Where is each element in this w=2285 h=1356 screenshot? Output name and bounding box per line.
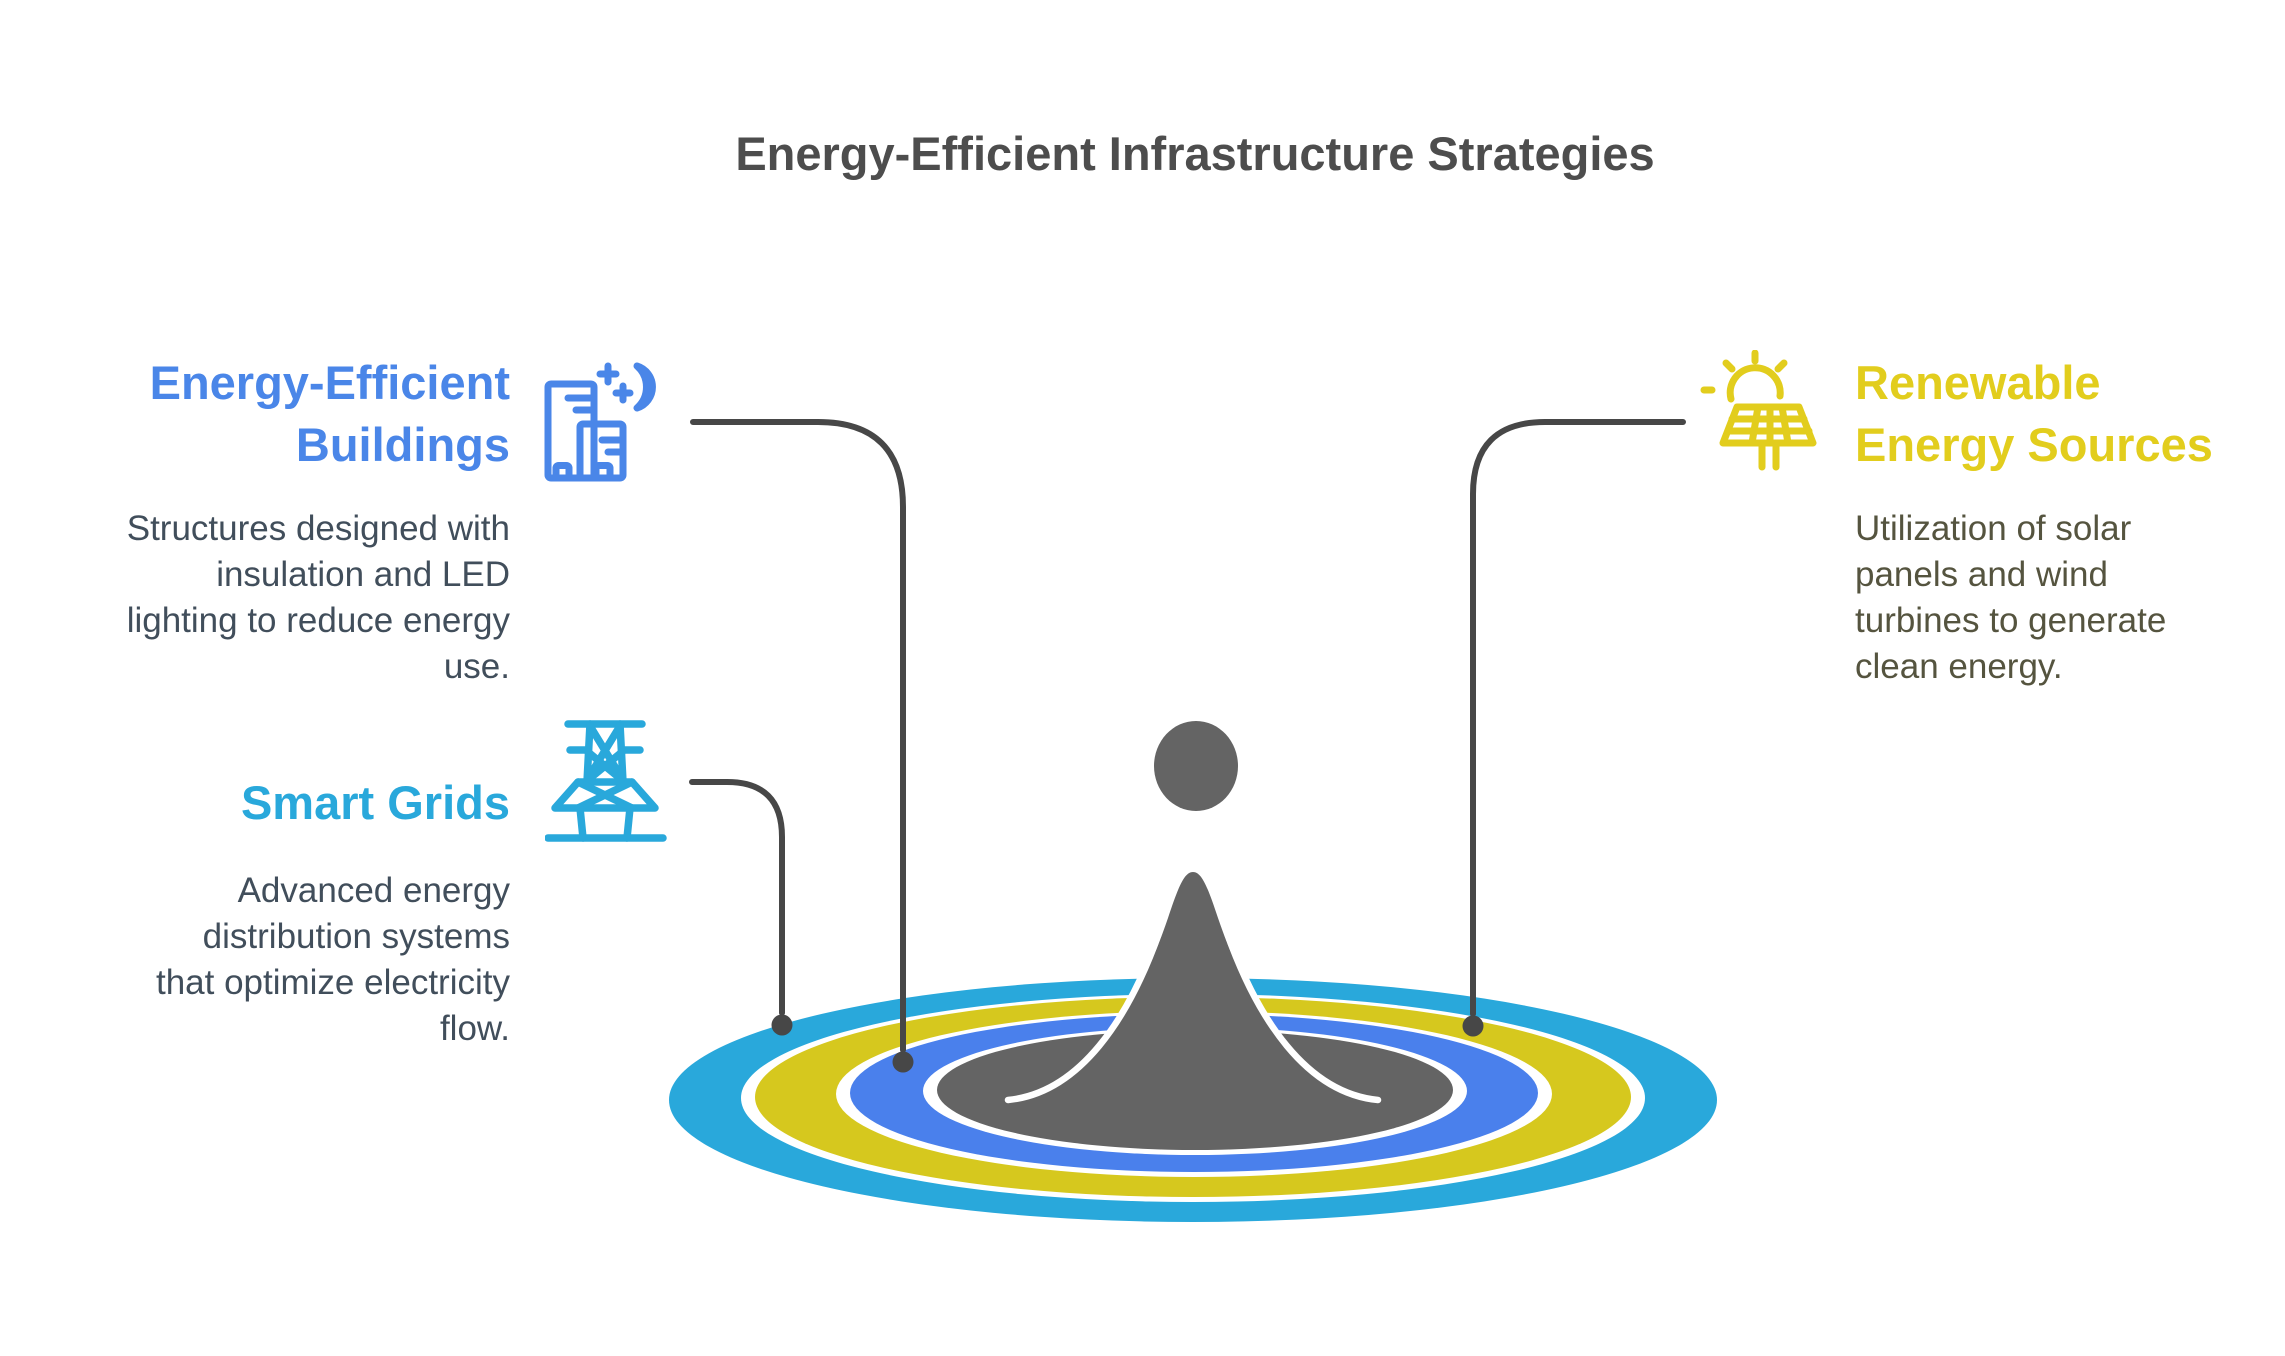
buildings-night-icon — [540, 360, 680, 500]
heading-smart-grids: Smart Grids — [241, 772, 510, 834]
heading-line: Renewable — [1855, 356, 2101, 409]
desc-line: insulation and LED — [216, 555, 510, 594]
connector-renewable — [1470, 419, 1686, 1017]
heading-line: Buildings — [295, 418, 510, 471]
connector-buildings — [690, 419, 906, 1053]
desc-energy-efficient-buildings: Structures designed with insulation and … — [127, 506, 510, 690]
desc-line: clean energy. — [1855, 647, 2063, 686]
heading-line: Energy-Efficient — [149, 356, 510, 409]
desc-line: Structures designed with — [126, 509, 510, 548]
desc-line: Utilization of solar — [1855, 509, 2132, 548]
person-droplet-figure — [1002, 721, 1384, 1114]
heading-line: Smart Grids — [240, 776, 510, 829]
desc-line: Advanced energy — [237, 871, 510, 910]
connector-lines — [689, 419, 1686, 1073]
solar-panel-sun-icon — [1700, 350, 1840, 490]
transmission-tower-icon — [545, 710, 685, 850]
heading-energy-efficient-buildings: Energy-Efficient Buildings — [150, 352, 510, 476]
desc-line: use. — [443, 647, 510, 686]
desc-line: turbines to generate — [1855, 601, 2167, 640]
heading-line: Energy Sources — [1855, 418, 2213, 471]
connector-dot-renewable — [1462, 1015, 1484, 1037]
desc-line: flow. — [439, 1009, 510, 1048]
figure-splash-highlight-left — [1004, 929, 1163, 1104]
page-title: Energy-Efficient Infrastructure Strategi… — [735, 127, 1655, 180]
figure-head — [1154, 721, 1238, 811]
heading-renewable-energy-sources: Renewable Energy Sources — [1855, 352, 2213, 476]
desc-line: panels and wind — [1855, 555, 2108, 594]
desc-line: that optimize electricity — [155, 963, 510, 1002]
desc-line: lighting to reduce energy — [126, 601, 510, 640]
figure-body-peak — [1002, 872, 1384, 1114]
desc-renewable-energy-sources: Utilization of solar panels and wind tur… — [1855, 506, 2166, 690]
connector-dot-buildings — [892, 1051, 914, 1073]
desc-smart-grids: Advanced energy distribution systems tha… — [156, 868, 510, 1052]
connector-smart-grids — [689, 779, 785, 1016]
figure-splash-highlight-right — [1223, 929, 1382, 1104]
desc-line: distribution systems — [202, 917, 510, 956]
connector-dot-smart-grids — [771, 1014, 793, 1036]
